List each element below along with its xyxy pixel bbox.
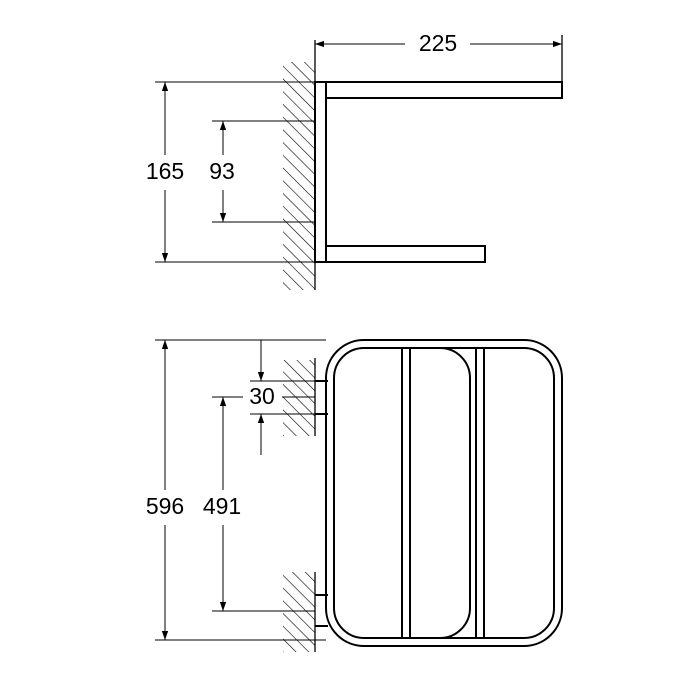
inner-loop [410, 347, 471, 639]
dim-label-596: 596 [146, 493, 184, 519]
frame-inner [333, 347, 555, 639]
wall-hatching [283, 572, 315, 652]
wall-hatching [283, 62, 315, 290]
dim-label-93: 93 [209, 158, 235, 184]
rails [401, 348, 485, 638]
lower-arm [325, 245, 486, 263]
wall-hatching [283, 360, 315, 436]
dim-label-165: 165 [146, 158, 184, 184]
mount-plate [314, 81, 327, 263]
upper-arm [325, 81, 563, 99]
dim-label-30: 30 [249, 383, 275, 409]
front-view: 596 491 30 [146, 339, 563, 652]
dim-label-225: 225 [419, 30, 457, 56]
side-view: 225 165 93 [146, 30, 563, 290]
dim-label-491: 491 [203, 493, 241, 519]
frame-outer [325, 339, 563, 647]
